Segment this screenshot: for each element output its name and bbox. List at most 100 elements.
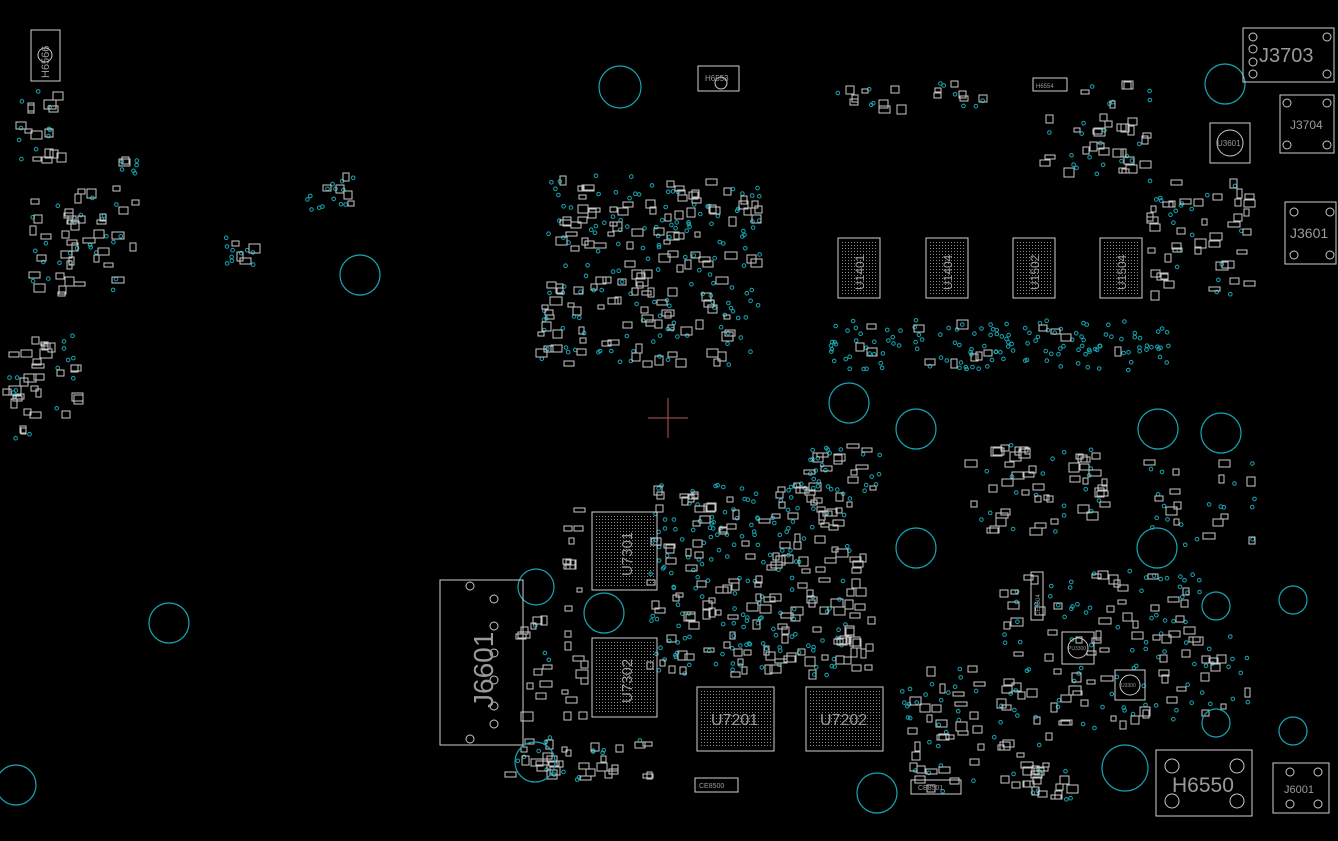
mounting-hole[interactable] xyxy=(1136,527,1178,569)
bga-ball xyxy=(716,739,717,740)
component-h6553[interactable]: H6553 xyxy=(697,65,740,92)
bga-ball xyxy=(863,293,864,294)
bga-ball xyxy=(596,690,597,691)
component-ce8501[interactable]: CE8501 xyxy=(910,779,962,795)
bga-ball xyxy=(930,284,931,285)
bga-ball xyxy=(635,567,636,568)
mounting-hole[interactable] xyxy=(895,527,937,569)
connector-j3703[interactable]: J3703 xyxy=(1242,27,1335,83)
bga-ball xyxy=(605,549,606,550)
bga-ball xyxy=(848,260,849,261)
smd-pad xyxy=(549,296,563,306)
mounting-hole[interactable] xyxy=(895,408,937,450)
ic-u3601[interactable]: U3601 xyxy=(1209,122,1251,164)
connector-j3601[interactable]: J3601 xyxy=(1284,201,1337,265)
bga-ball xyxy=(749,691,750,692)
bga-ball xyxy=(873,712,874,713)
bga-ball xyxy=(755,706,756,707)
component-h6550[interactable]: H6550 xyxy=(1155,749,1253,817)
mounting-hole[interactable] xyxy=(339,254,381,296)
bga-ball xyxy=(617,534,618,535)
memory-u7301[interactable]: U7301 xyxy=(591,511,658,591)
mounting-hole[interactable] xyxy=(828,382,870,424)
mounting-hole[interactable] xyxy=(1278,716,1308,746)
bga-ball xyxy=(828,730,829,731)
connector-j3704[interactable]: J3704 xyxy=(1279,94,1335,154)
bga-ball xyxy=(650,699,651,700)
bga-ball xyxy=(623,645,624,646)
bga-ball xyxy=(716,709,717,710)
mounting-hole[interactable] xyxy=(1278,585,1308,615)
bga-ball xyxy=(617,528,618,529)
bga-ball xyxy=(716,742,717,743)
bga-ball xyxy=(611,537,612,538)
mounting-hole[interactable] xyxy=(1204,63,1246,105)
mounting-hole[interactable] xyxy=(1200,412,1242,454)
component-ce8500[interactable]: CE8500 xyxy=(694,777,739,793)
bga-ball xyxy=(608,567,609,568)
mounting-hole[interactable] xyxy=(517,568,555,606)
component-h6554[interactable]: H6554 xyxy=(1032,77,1068,92)
via xyxy=(542,650,548,656)
smd-pad xyxy=(687,494,695,503)
bga-ball xyxy=(873,739,874,740)
via xyxy=(813,664,819,670)
via xyxy=(687,224,692,229)
via xyxy=(1230,656,1235,662)
memory-u7302[interactable]: U7302 xyxy=(591,637,658,718)
bga-ball xyxy=(617,522,618,523)
mounting-hole[interactable] xyxy=(1137,408,1179,450)
bga-ball xyxy=(737,724,738,725)
connector-j6001[interactable]: J6001 xyxy=(1272,762,1330,814)
bga-ball xyxy=(866,275,867,276)
smd-pad xyxy=(729,631,736,640)
soc-u7201[interactable]: U7201 xyxy=(696,686,775,752)
mounting-hole[interactable] xyxy=(856,772,898,814)
component-u3300[interactable]: U3300 xyxy=(1114,669,1146,701)
mounting-hole[interactable] xyxy=(583,592,625,634)
memory-u1502[interactable]: U1502 xyxy=(1012,237,1056,299)
mounting-hole[interactable] xyxy=(514,741,556,783)
mounting-hole[interactable] xyxy=(1101,744,1149,792)
smd-pad xyxy=(781,634,789,644)
via xyxy=(652,299,657,305)
mounting-hole[interactable] xyxy=(148,602,190,644)
bga-ball xyxy=(701,709,702,710)
component-label: CE8500 xyxy=(699,783,724,790)
soc-u7202[interactable]: U7202 xyxy=(805,686,884,752)
bga-ball xyxy=(635,678,636,679)
bga-ball xyxy=(752,742,753,743)
mounting-hole[interactable] xyxy=(1201,591,1231,621)
bga-ball xyxy=(1110,278,1111,279)
connector-j6601[interactable]: J6601 xyxy=(439,579,524,746)
component-pu3300[interactable]: PU3300 xyxy=(1061,631,1095,665)
smd-pad xyxy=(577,204,589,214)
via xyxy=(230,247,235,253)
bga-ball xyxy=(834,697,835,698)
bga-ball xyxy=(623,564,624,565)
bga-ball xyxy=(758,700,759,701)
bga-ball xyxy=(602,546,603,547)
bga-ball xyxy=(632,648,633,649)
memory-u1404[interactable]: U1404 xyxy=(925,237,969,299)
bga-ball xyxy=(623,651,624,652)
component-h6566[interactable]: H6566 xyxy=(30,29,61,82)
mounting-hole[interactable] xyxy=(598,65,642,109)
mounting-hole[interactable] xyxy=(1201,708,1231,738)
smd-pad xyxy=(1123,156,1135,165)
component-ce8504[interactable]: CE8504 xyxy=(1030,571,1044,621)
bga-ball xyxy=(632,678,633,679)
memory-u1504[interactable]: U1504 xyxy=(1099,237,1143,299)
smd-pad xyxy=(793,541,802,550)
memory-u1401[interactable]: U1401 xyxy=(837,237,881,299)
bga-ball xyxy=(644,660,645,661)
via xyxy=(786,487,791,493)
bga-ball xyxy=(816,706,817,707)
bga-ball xyxy=(617,708,618,709)
mounting-hole[interactable] xyxy=(0,764,37,806)
bga-ball xyxy=(632,573,633,574)
smd-pad xyxy=(688,621,700,630)
bga-ball xyxy=(825,712,826,713)
bga-ball xyxy=(626,516,627,517)
